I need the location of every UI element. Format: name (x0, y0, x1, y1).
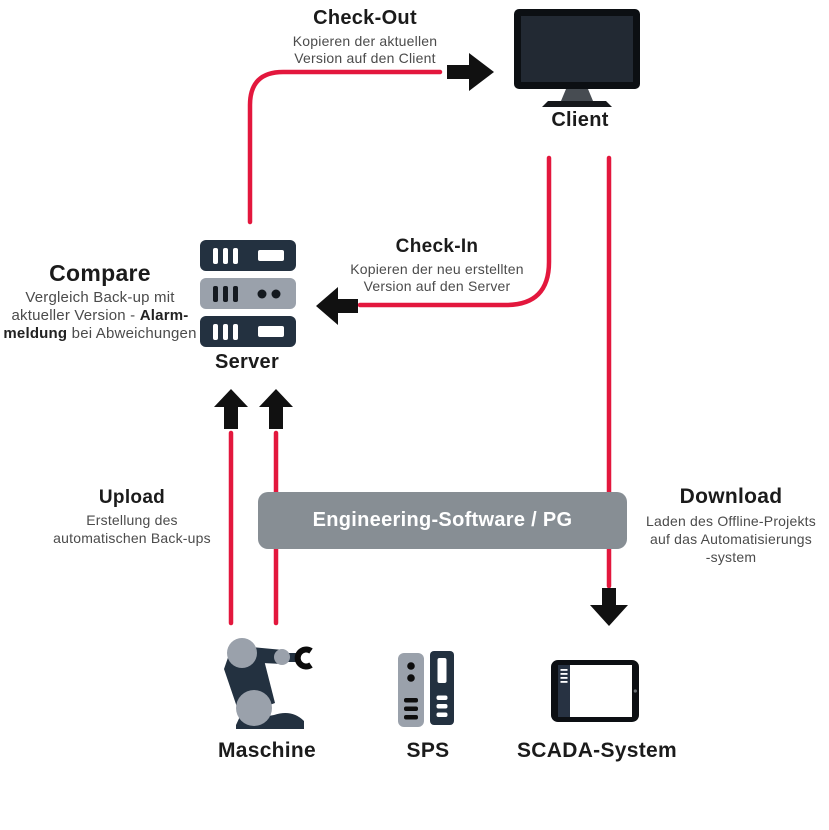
checkout-desc-line2: Version auf den Client (294, 50, 436, 66)
download-desc-line2: auf das Automatisierungs (649, 531, 812, 547)
sps-label: SPS (406, 739, 450, 762)
client-label: Client (551, 109, 609, 131)
engineering-software-box: Engineering-Software / PG (258, 492, 627, 549)
upload-desc-line2: automatischen Back-ups (53, 529, 211, 546)
upload-arrow-up-right-icon (259, 389, 293, 429)
compare-desc-line3-normal: bei Abweichungen (67, 325, 197, 342)
hmi-panel-icon (551, 660, 639, 722)
engineering-software-label: Engineering-Software / PG (312, 509, 573, 531)
server-stack-icon (200, 240, 296, 347)
download-title: Download (679, 485, 783, 508)
upload-block: Upload Erstellung des automatischen Back… (30, 487, 234, 547)
download-desc-line3: -system (705, 549, 757, 565)
checkout-block: Check-Out Kopieren der aktuellen Version… (215, 7, 515, 67)
compare-title: Compare (49, 260, 151, 286)
compare-desc-line3-bold: meldung (3, 325, 68, 342)
monitor-icon (514, 9, 640, 107)
checkout-arrow-right-icon (447, 53, 494, 91)
compare-block: Compare Vergleich Back-up mit aktueller … (2, 260, 198, 343)
scada-label: SCADA-System (517, 739, 677, 762)
compare-desc-line2-normal: aktueller Version - (11, 307, 140, 324)
checkout-flow-line (247, 69, 443, 225)
compare-desc-line2: aktueller Version - Alarm- (2, 307, 198, 325)
maschine-label: Maschine (217, 739, 317, 762)
checkin-block: Check-In Kopieren der neu erstellten Ver… (337, 236, 537, 295)
compare-desc-line2-bold: Alarm- (139, 307, 189, 324)
checkout-title: Check-Out (313, 7, 417, 29)
checkin-title: Check-In (395, 236, 479, 257)
download-arrow-down-icon (590, 588, 628, 626)
compare-desc-line1: Vergleich Back-up mit (25, 289, 175, 306)
upload-arrow-up-left-icon (214, 389, 248, 429)
robot-arm-icon (224, 638, 313, 729)
checkin-flow-line (357, 155, 552, 308)
download-desc-line1: Laden des Offline-Projekts (646, 513, 816, 529)
upload-title: Upload (98, 487, 166, 508)
checkin-arrow-left-icon (316, 287, 358, 325)
compare-desc-line3: meldung bei Abweichungen (2, 325, 198, 343)
checkin-desc-line1: Kopieren der neu erstellten (350, 261, 524, 277)
server-label: Server (214, 351, 280, 373)
checkin-desc-line2: Version auf den Server (363, 278, 511, 294)
download-block: Download Laden des Offline-Projekts auf … (635, 485, 827, 566)
upload-desc-line1: Erstellung des (86, 512, 178, 528)
checkout-desc-line1: Kopieren der aktuellen (292, 33, 438, 49)
plc-icon (398, 651, 454, 727)
